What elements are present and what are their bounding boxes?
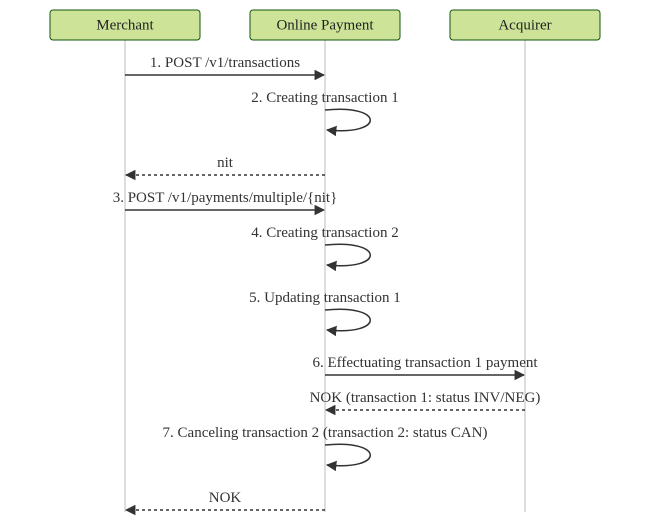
actor-box (249, 9, 401, 41)
self-message-arrow (324, 108, 371, 137)
message-6: 5. Updating transaction 1 (249, 290, 401, 337)
actor-merchant: Merchant (49, 9, 201, 41)
self-message-arrow (324, 443, 371, 472)
actor-box (449, 9, 601, 41)
actor-label: Acquirer (498, 17, 551, 33)
self-message-arrow (324, 308, 371, 337)
message-3: nit (124, 155, 325, 181)
message-label: NOK (209, 490, 242, 506)
actor-label: Online Payment (276, 17, 374, 33)
message-9: 7. Canceling transaction 2 (transaction … (163, 425, 488, 472)
message-label: 2. Creating transaction 1 (251, 90, 398, 106)
message-label: nit (217, 155, 234, 171)
message-label: 6. Effectuating transaction 1 payment (312, 355, 538, 371)
actor-box (49, 9, 201, 41)
message-10: NOK (124, 490, 325, 516)
message-label: NOK (transaction 1: status INV/NEG) (310, 390, 541, 406)
message-7: 6. Effectuating transaction 1 payment (312, 355, 538, 381)
message-4: 3. POST /v1/payments/multiple/{nit} (113, 190, 338, 216)
message-label: 3. POST /v1/payments/multiple/{nit} (113, 190, 338, 206)
actor-acquirer: Acquirer (449, 9, 601, 41)
message-label: 4. Creating transaction 2 (251, 225, 398, 241)
actor-label: Merchant (96, 17, 154, 33)
self-message-arrow (324, 243, 371, 272)
message-5: 4. Creating transaction 2 (251, 225, 399, 272)
message-label: 7. Canceling transaction 2 (transaction … (163, 425, 488, 441)
message-2: 2. Creating transaction 1 (251, 90, 399, 137)
message-label: 1. POST /v1/transactions (150, 55, 300, 71)
actor-online: Online Payment (249, 9, 401, 41)
message-label: 5. Updating transaction 1 (249, 290, 401, 306)
message-8: NOK (transaction 1: status INV/NEG) (310, 390, 541, 416)
message-1: 1. POST /v1/transactions (125, 55, 326, 81)
